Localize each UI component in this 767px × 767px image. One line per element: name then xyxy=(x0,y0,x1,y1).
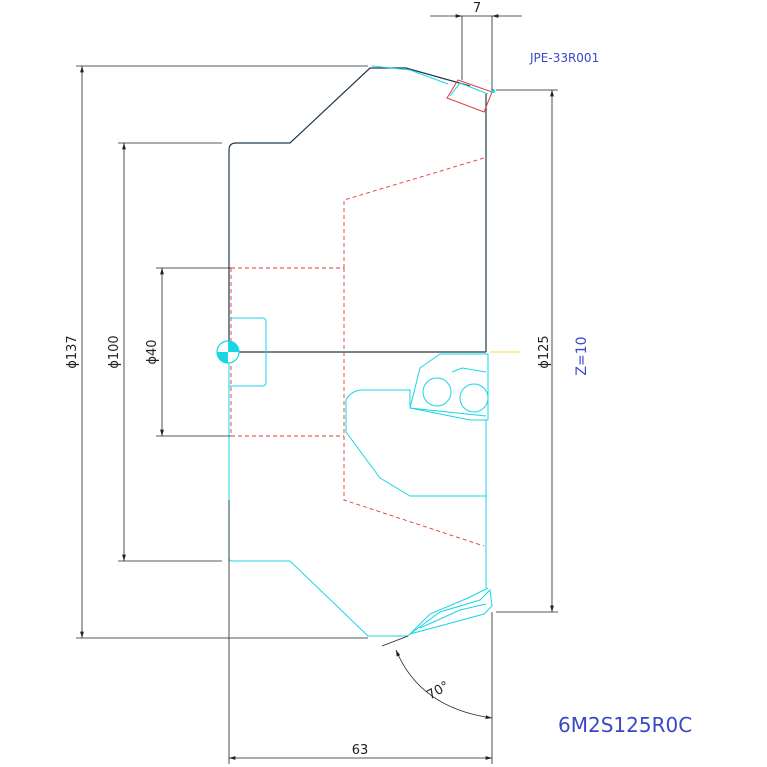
upper-body-outline xyxy=(228,65,487,353)
phi125-label: ϕ125 xyxy=(537,335,552,368)
phi40-label: ϕ40 xyxy=(145,339,160,364)
phi100-label: ϕ100 xyxy=(107,335,122,368)
width-63-label: 63 xyxy=(352,743,369,758)
dim-phi100: ϕ100 xyxy=(107,142,222,562)
dim-phi125: ϕ125 xyxy=(496,89,558,613)
insert-7-label: 7 xyxy=(473,1,481,16)
center-mark xyxy=(216,340,240,364)
dim-angle-70: 70° xyxy=(381,635,493,720)
lower-body-outline xyxy=(228,317,520,637)
dim-insert-7: 7 xyxy=(430,1,522,90)
phi137-label: ϕ137 xyxy=(65,335,80,368)
dim-phi40: ϕ40 xyxy=(145,267,231,437)
teeth-count-label: Z=10 xyxy=(574,336,590,375)
dim-width-63: 63 xyxy=(228,500,493,764)
dim-phi137: ϕ137 xyxy=(65,65,368,639)
top-insert xyxy=(446,79,495,113)
insert-code-label: JPE-33R001 xyxy=(529,51,599,65)
hidden-lines xyxy=(230,157,485,547)
angle-70-label: 70° xyxy=(425,679,452,704)
model-label: 6M2S125R0C xyxy=(558,713,692,737)
